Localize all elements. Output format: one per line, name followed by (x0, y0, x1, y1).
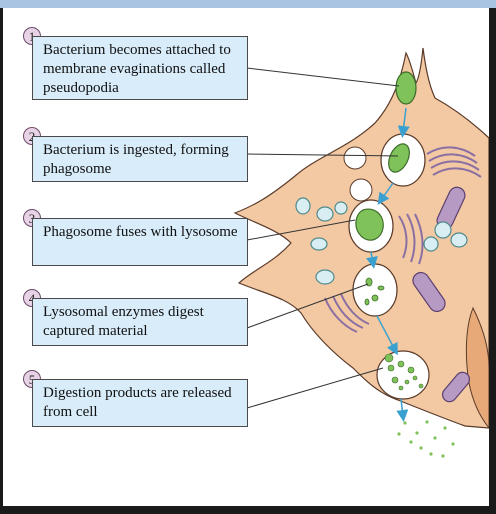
window-top-bar (0, 0, 496, 8)
step-1-label: Bacterium becomes attached to membrane e… (32, 36, 248, 100)
vesicles (295, 197, 468, 285)
bacterium-attached (395, 71, 417, 105)
step-5-label: Digestion products are released from cel… (32, 379, 248, 427)
lysosome-small-1 (343, 146, 367, 170)
step-4-label: Lysosomal enzymes digest captured materi… (32, 298, 248, 346)
bacterium-ingested (388, 143, 410, 173)
step-2-label: Bacterium is ingested, forming phagosome (32, 136, 248, 182)
diagram-canvas: 1 Bacterium becomes attached to membrane… (3, 8, 489, 506)
residual-body (376, 350, 430, 400)
released-products (397, 420, 455, 458)
leader-lines (246, 67, 400, 409)
step-3-label: Phagosome fuses with lysosome (32, 218, 248, 266)
digesting-vesicle (352, 263, 398, 317)
digestion-products (384, 353, 424, 391)
golgi-apparatus (426, 146, 482, 178)
golgi-apparatus-3 (398, 213, 424, 265)
flow-arrows (366, 107, 410, 422)
golgi-apparatus-2 (324, 293, 370, 333)
phagocytosis-illustration (233, 47, 489, 458)
lysosome-small-2 (349, 178, 373, 202)
bacterium-fusing (355, 208, 384, 241)
nucleus-region (465, 306, 489, 429)
